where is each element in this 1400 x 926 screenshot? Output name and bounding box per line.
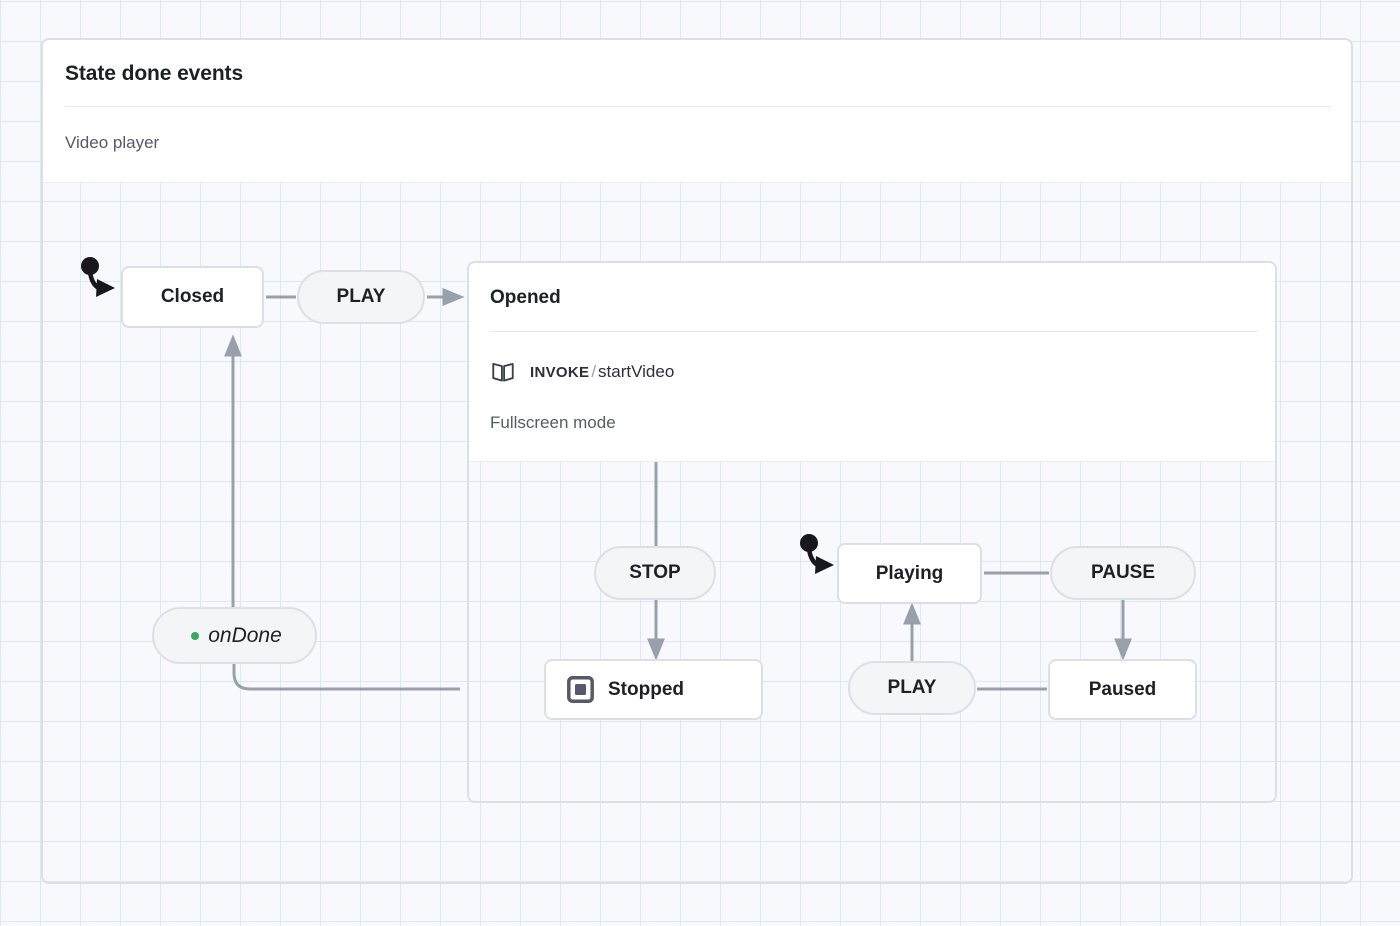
state-node-paused[interactable]: Paused [1048, 659, 1197, 720]
machine-description: Video player [65, 133, 160, 152]
event-node-stop[interactable]: STOP [594, 546, 716, 600]
event-node-pause[interactable]: PAUSE [1050, 546, 1196, 600]
state-label: Stopped [608, 678, 684, 700]
event-node-on-done[interactable]: onDone [152, 607, 317, 664]
invoke-source: startVideo [598, 362, 675, 381]
event-label: PLAY [336, 286, 386, 307]
invoke-row: INVOKE/startVideo [490, 359, 674, 385]
event-label: onDone [208, 623, 282, 647]
opened-description: Fullscreen mode [490, 413, 616, 432]
done-dot-icon [191, 631, 200, 640]
state-node-closed[interactable]: Closed [121, 266, 264, 328]
invoke-separator: / [591, 362, 597, 381]
state-label: Playing [875, 562, 944, 584]
opened-header: Opened INVOKE/startVideo Fullscreen mode [469, 263, 1275, 462]
event-label: PLAY [887, 677, 937, 698]
final-state-icon [567, 676, 594, 703]
state-label: Closed [160, 286, 225, 307]
state-label: Opened [490, 287, 561, 308]
machine-card: State done events Video player [41, 38, 1353, 884]
event-label: PAUSE [1090, 562, 1156, 583]
opened-divider [490, 331, 1258, 332]
invoke-keyword: INVOKE [530, 364, 590, 381]
page-title: State done events [65, 62, 244, 85]
state-node-stopped[interactable]: Stopped [544, 659, 763, 720]
state-node-opened[interactable]: Opened INVOKE/startVideo Fullscreen mode [467, 261, 1277, 803]
state-label: Paused [1088, 678, 1157, 700]
open-book-icon [492, 362, 514, 382]
machine-header: State done events Video player [43, 40, 1351, 183]
event-node-play-to-playing[interactable]: PLAY [848, 661, 976, 715]
event-node-play-to-opened[interactable]: PLAY [297, 270, 425, 324]
event-label: STOP [629, 562, 681, 583]
state-node-playing[interactable]: Playing [837, 543, 982, 604]
title-divider [65, 106, 1331, 107]
